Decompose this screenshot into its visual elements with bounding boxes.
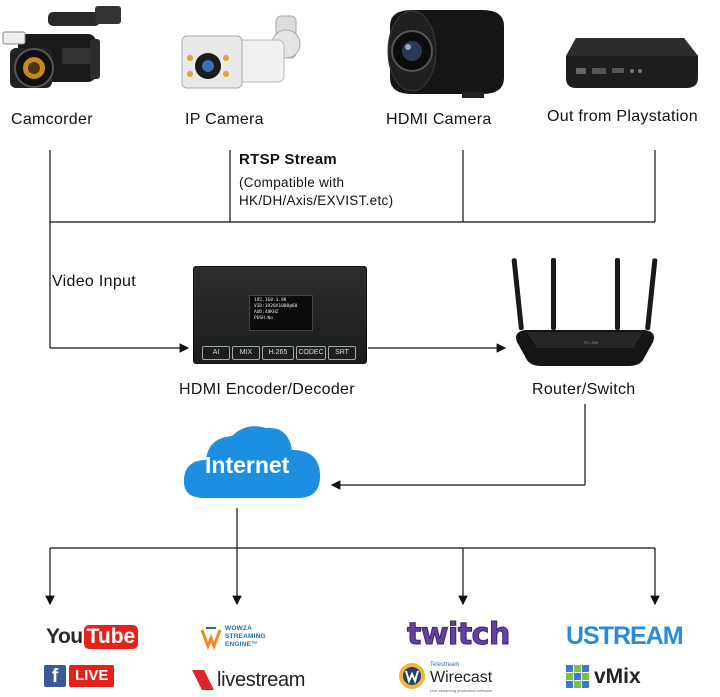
vmix-icon [566,665,589,688]
facebook-icon: f [44,665,66,687]
vmix-logo[interactable]: vMix [566,665,641,689]
ip-camera-label: IP Camera [185,111,264,128]
wowza-text-line2: STREAMING [225,633,266,640]
oled-line-audio: AUD:48KHZ [254,310,279,315]
rtsp-note-line2: HK/DH/Axis/EXVIST.etc) [239,193,394,208]
youtube-you-text: You [46,625,83,648]
encoder-button-srt[interactable]: SRT [328,346,356,360]
ustream-logo[interactable]: USTREAM [566,622,684,650]
router-icon: TP-LINK [511,258,658,366]
encoder-label: HDMI Encoder/Decoder [179,381,355,398]
encoder-device: 192.168.1.88 VID:1920X1080@60 AUD:48KHZ … [193,266,367,364]
wirecast-text: Wirecast [430,669,493,686]
rtsp-title: RTSP Stream [239,151,338,168]
youtube-logo[interactable]: You Tube [46,623,139,651]
camcorder-icon [2,6,121,88]
youtube-tube-text: Tube [83,625,139,649]
oled-line-ip: 192.168.1.88 [254,298,287,303]
router-brand: TP-LINK [583,340,599,345]
livestream-text: livestream [217,668,306,691]
wirecast-icon [399,663,425,689]
encoder-button-h265[interactable]: H.265 [262,346,294,360]
wowza-text-line3: ENGINE™ [225,641,258,648]
playstation-icon [566,38,698,88]
facebook-live-logo[interactable]: f LIVE [44,665,115,687]
wowza-logo[interactable]: WOWZA STREAMING ENGINE™ [200,624,282,654]
rtsp-note-line1: (Compatible with [239,175,345,190]
vmix-text: vMix [594,665,641,688]
wirecast-tagline: Live streaming production software [430,688,493,693]
oled-line-push: PUSH:No [254,316,273,321]
facebook-live-text: LIVE [69,665,115,687]
hdmi-camera-label: HDMI Camera [386,111,492,128]
livestream-icon [192,670,214,690]
wirecast-logo[interactable]: Telestream Wirecast Live streaming produ… [398,662,508,694]
oled-line-video: VID:1920X1080@60 [254,304,298,309]
twitch-logo[interactable]: twitch [407,617,511,653]
playstation-label: Out from Playstation [547,108,698,125]
camcorder-label: Camcorder [11,111,93,128]
encoder-button-codec[interactable]: CODEC [296,346,326,360]
hdmi-camera-icon [387,10,504,98]
livestream-logo[interactable]: livestream [190,668,305,692]
encoder-button-mix[interactable]: MIX [232,346,260,360]
wowza-text-line1: WOWZA [225,625,252,632]
encoder-button-ai[interactable]: AI [202,346,230,360]
router-label: Router/Switch [532,381,636,398]
internet-cloud-icon [183,426,320,498]
video-input-label: Video Input [52,273,136,290]
wirecast-brand: Telestream [430,662,460,668]
ip-camera-icon [181,15,301,89]
internet-label: Internet [205,452,290,478]
wowza-icon [200,627,222,650]
encoder-oled-display: 192.168.1.88 VID:1920X1080@60 AUD:48KHZ … [249,295,313,331]
